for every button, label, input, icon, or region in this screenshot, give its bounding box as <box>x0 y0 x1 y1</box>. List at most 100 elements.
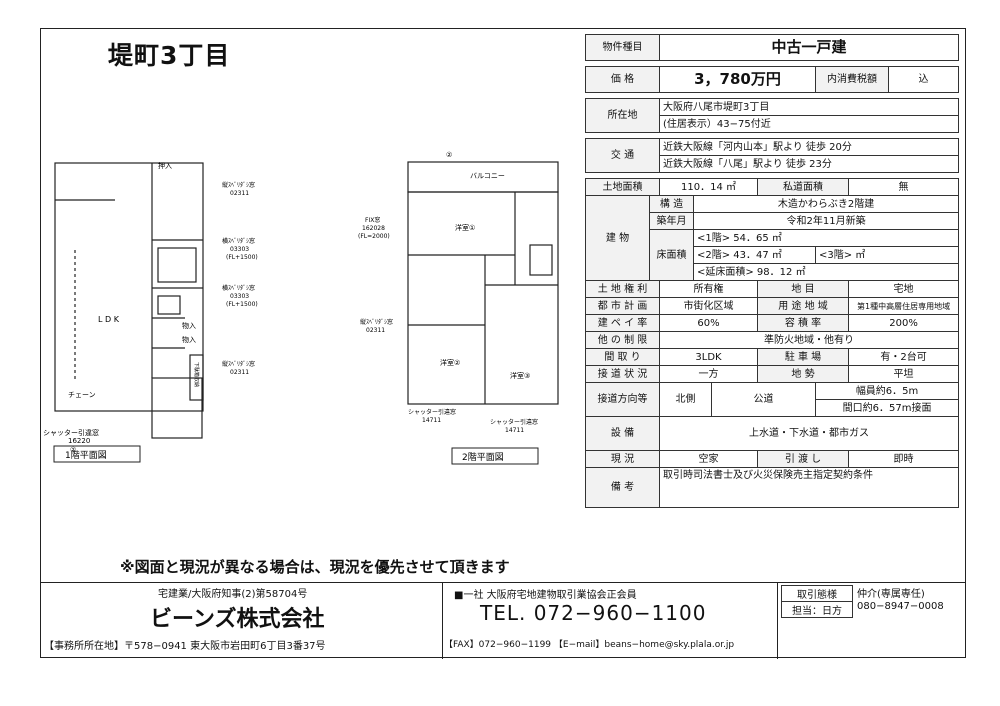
w1-label: 縦ｽﾍﾞﾘﾀﾞｼ窓 <box>222 181 255 189</box>
plan2-room3-label: 洋室③ <box>510 371 530 380</box>
private-road-label: 私道面積 <box>757 178 849 196</box>
plan1-caption: 1階平面図 <box>65 450 107 461</box>
plan2-sh2-code: 14711 <box>505 427 524 434</box>
structure-label: 構 造 <box>649 195 694 213</box>
traffic-2: 近鉄大阪線「八尾」駅より 徒歩 23分 <box>658 155 960 173</box>
building-label: 建 物 <box>585 195 650 281</box>
deal-label: 取引態様 <box>781 585 853 602</box>
tel-number: TEL. 072−960−1100 <box>480 601 707 625</box>
plan2-balcony-label: バルコニー <box>470 172 505 180</box>
plan2-room2-label: 洋室② <box>440 358 460 367</box>
w3-code: 03303 <box>230 293 249 300</box>
chimoku-label: 地 目 <box>757 280 849 298</box>
fax-email: 【FAX】072−960−1199 【E−mail】beans−home@sky… <box>444 640 735 650</box>
city-plan-value: 市街化区域 <box>659 297 758 315</box>
plan2-fix-fl: (FL=2000) <box>358 233 390 240</box>
road-width: 幅員約6．5m <box>814 382 960 400</box>
floor-area-label: 床面積 <box>649 229 694 281</box>
terrain-value: 平坦 <box>847 365 960 383</box>
floor-3: <3階> ㎡ <box>814 246 960 264</box>
w1-code: 02311 <box>230 190 249 197</box>
plan2-w5-code: 02311 <box>366 327 385 334</box>
location-label: 所在地 <box>585 98 660 133</box>
plan1-circle: ② <box>70 446 76 454</box>
plan1-ldk-label: L D K <box>98 315 120 324</box>
road-status-label: 接 道 状 況 <box>585 365 660 383</box>
yoseki-label: 容 積 率 <box>757 314 849 332</box>
zone-value: 第1種中高層住居専用地域 <box>847 297 960 315</box>
land-area-label: 土地面積 <box>585 178 660 196</box>
road-frontage: 間口約6．57m接面 <box>814 399 960 417</box>
floor-1: <1階> 54．65 ㎡ <box>692 229 960 247</box>
plan2-fix-code: 162028 <box>362 225 385 232</box>
plan1-shutter-label: シャッター引違窓 <box>43 428 99 437</box>
plan2-room1-label: 洋室① <box>455 223 475 232</box>
equipment-label: 設 備 <box>585 416 660 451</box>
floor-2: <2階> 43．47 ㎡ <box>693 246 816 264</box>
w3-fl: (FL+1500) <box>226 301 258 308</box>
location-sub: (住居表示）43−75付近 <box>658 115 960 133</box>
remarks-label: 備 考 <box>585 467 660 508</box>
w4-label: 縦ｽﾍﾞﾘﾀﾞｼ窓 <box>222 360 255 368</box>
road-status-value: 一方 <box>659 365 758 383</box>
plan2-circle: ② <box>446 151 452 159</box>
association: ■一社 大阪府宅地建物取引業協会正会員 <box>454 590 637 601</box>
madori-label: 間 取 り <box>585 348 660 366</box>
plan2-sh1-label: シャッター引違窓 <box>408 408 456 416</box>
kenpei-value: 60% <box>659 314 758 332</box>
plan2-fix-label: FIX窓 <box>365 216 380 224</box>
terrain-label: 地 勢 <box>757 365 849 383</box>
plan2-w5-label: 縦ｽﾍﾞﾘﾀﾞｼ窓 <box>360 318 393 326</box>
built-label: 築年月 <box>649 212 694 230</box>
w2-code: 03303 <box>230 246 249 253</box>
company-name: ビーンズ株式会社 <box>150 607 325 632</box>
floor-plan-1: 押入 物入 物入 L D K チェーン シャッター引違窓 16220 ② 下駄箱… <box>43 161 204 463</box>
plan2-sh2-label: シャッター引違窓 <box>490 418 538 426</box>
built-value: 令和2年11月新築 <box>692 212 960 230</box>
type-value: 中古一戸建 <box>658 34 960 61</box>
land-area-value: 110．14 ㎡ <box>659 178 758 196</box>
chimoku-value: 宅地 <box>847 280 960 298</box>
plan1-storage3-label: 物入 <box>182 335 196 344</box>
road-dir-label: 接道方向等 <box>585 382 660 417</box>
price-label: 価 格 <box>585 66 660 93</box>
property-spec-table: 物件種目 中古一戸建 価 格 3，780万円 内消費税額 込 所在地 大阪府八尾… <box>585 34 960 508</box>
handover-label: 引 渡 し <box>757 450 849 468</box>
staff-tel: 080−8947−0008 <box>857 601 944 612</box>
plan1-cabinet-label: 下駄箱収納 <box>193 362 200 387</box>
road-dir: 北側 <box>659 382 712 417</box>
plan1-storage-label: 押入 <box>158 161 172 170</box>
w2-fl: (FL+1500) <box>226 254 258 261</box>
traffic-label: 交 通 <box>585 138 660 173</box>
footer-company-block: 宅建業/大阪府知事(2)第58704号 ビーンズ株式会社 【事務所所在地】〒57… <box>40 583 443 659</box>
tax-value: 込 <box>887 66 960 93</box>
footer: 宅建業/大阪府知事(2)第58704号 ビーンズ株式会社 【事務所所在地】〒57… <box>40 582 966 659</box>
plan1-storage2-label: 物入 <box>182 321 196 330</box>
price-value: 3，780万円 <box>659 66 816 93</box>
status-label: 現 況 <box>585 450 660 468</box>
yoseki-value: 200% <box>847 314 960 332</box>
other-label: 他 の 制 限 <box>585 331 660 349</box>
staff-label: 担当：日方 <box>781 601 853 618</box>
office-address: 【事務所所在地】〒578−0941 東大阪市岩田町6丁目3番37号 <box>44 641 326 652</box>
plan2-sh1-code: 14711 <box>422 417 441 424</box>
plan1-shutter-code: 16220 <box>68 437 90 445</box>
disclaimer-note: ※図面と現況が異なる場合は、現況を優先させて頂きます <box>120 558 510 576</box>
deal-value: 仲介(専属専任) <box>857 589 925 600</box>
city-plan-label: 都 市 計 画 <box>585 297 660 315</box>
property-title: 堤町3丁目 <box>108 41 231 70</box>
private-road-value: 無 <box>847 178 960 196</box>
rights-value: 所有権 <box>659 280 758 298</box>
handover-value: 即時 <box>847 450 960 468</box>
parking-label: 駐 車 場 <box>757 348 849 366</box>
kenpei-label: 建 ペ イ 率 <box>585 314 660 332</box>
sheet-frame <box>40 28 966 658</box>
w2-label: 横ｽﾍﾞﾘﾀﾞｼ窓 <box>222 237 255 245</box>
tax-label: 内消費税額 <box>815 66 889 93</box>
zone-label: 用 途 地 域 <box>757 297 849 315</box>
w4-code: 02311 <box>230 369 249 376</box>
other-value: 準防火地域・他有り <box>658 331 960 349</box>
footer-deal-block: 取引態様 仲介(専属専任) 担当：日方 080−8947−0008 <box>777 583 966 659</box>
plan2-caption: 2階平面図 <box>462 452 504 463</box>
w3-label: 横ｽﾍﾞﾘﾀﾞｼ窓 <box>222 284 255 292</box>
